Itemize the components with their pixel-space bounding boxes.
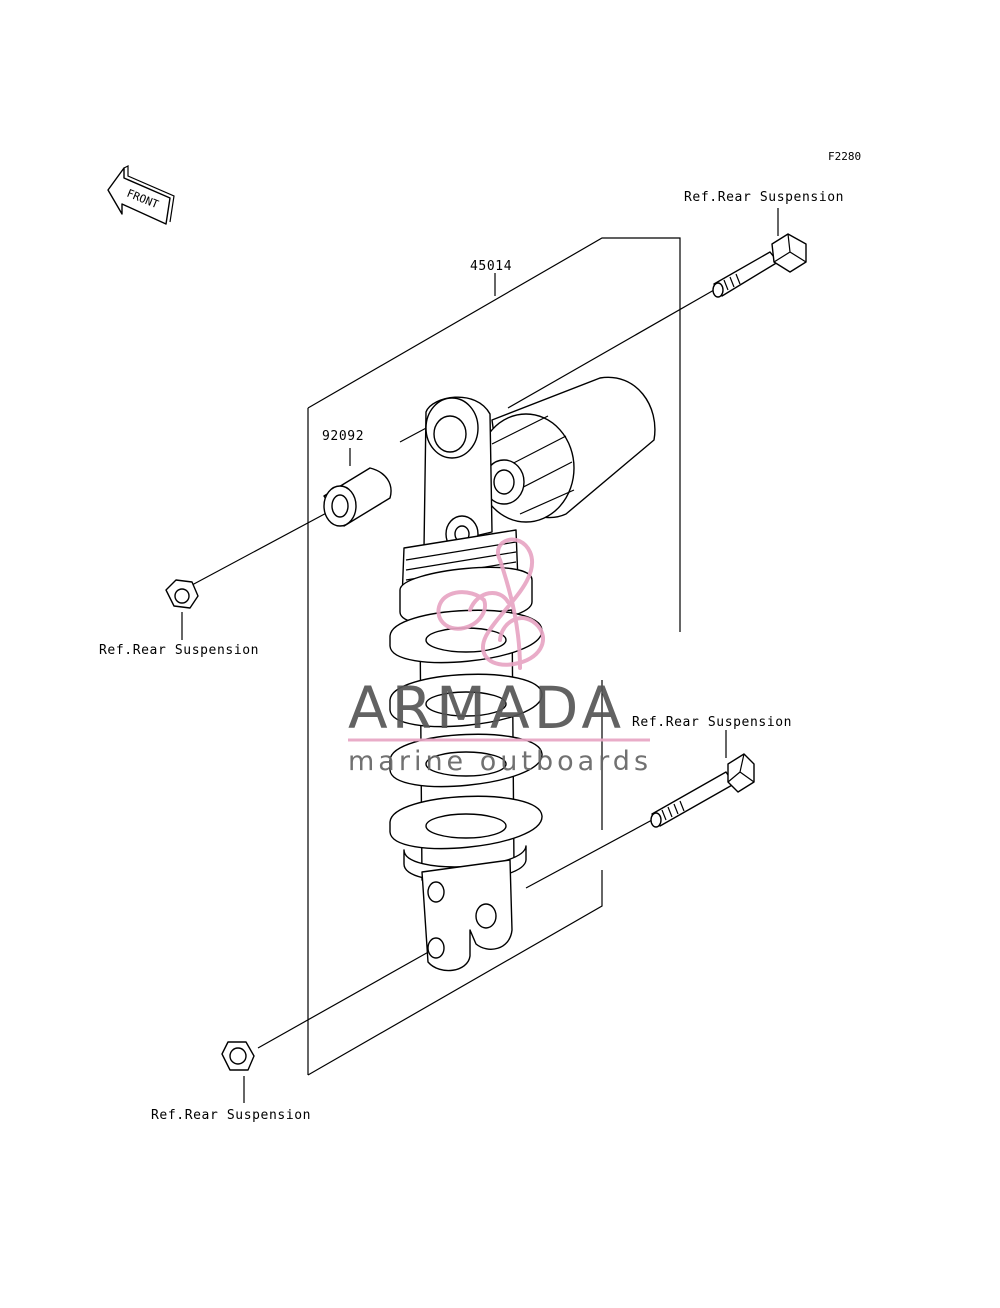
leader-lines [181, 208, 779, 1103]
ref-bottom-nut: Ref.Rear Suspension [151, 1108, 311, 1123]
watermark-brand: ARMADA [348, 674, 625, 742]
part-number-45014: 45014 [470, 259, 512, 274]
collar-92092 [323, 467, 392, 527]
part-number-92092: 92092 [322, 429, 364, 444]
bottom-nut [221, 1041, 255, 1071]
top-bolt [712, 233, 807, 298]
ref-left-nut: Ref.Rear Suspension [99, 643, 259, 658]
shock-absorber-45014 [389, 376, 656, 972]
watermark-tagline: marine outboards [348, 746, 652, 777]
ref-top-bolt: Ref.Rear Suspension [684, 190, 844, 205]
left-nut [165, 579, 199, 609]
assembly-bracket [307, 237, 681, 1076]
ref-bottom-bolt: Ref.Rear Suspension [632, 715, 792, 730]
watermark-logo: ARMADA marine outboards [348, 537, 652, 777]
front-arrow-icon: FRONT [107, 165, 175, 225]
figure-code: F2280 [828, 150, 861, 163]
bottom-bolt [650, 753, 755, 828]
